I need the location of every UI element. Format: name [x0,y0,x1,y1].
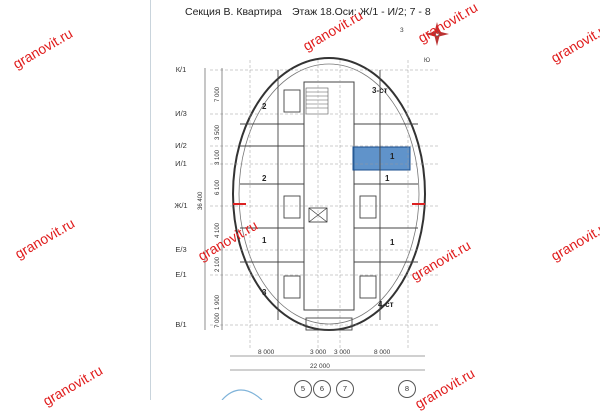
bottom-axis-tag: 8 [398,380,416,398]
room-count-label: 3 [262,288,267,297]
height-dim: 3 100 [215,149,221,165]
height-dim: 7 000 [215,312,221,328]
axis-tag: И/1 [175,159,187,168]
page-edge [150,0,151,400]
room-count-label: 1 [385,174,390,183]
room-count-label: 4-ст [378,300,394,309]
section-title: Секция В. Квартира [185,6,282,18]
room-count-label: 1 [390,238,395,247]
compass-icon [425,22,449,46]
width-dim: 8 000 [258,349,275,356]
height-dim: 2 100 [215,256,221,272]
room-count-label: 1 [262,236,267,245]
height-dim: 6 100 [215,179,221,195]
width-dim: 3 000 [334,349,351,356]
total-width-dim: 22 000 [310,363,330,370]
room-count-label: 1 [390,152,395,161]
core [303,81,355,311]
height-dim: 1 900 [215,294,221,310]
compass-west-label: З [400,28,404,34]
room-count-label: 2 [262,174,267,183]
room-count-label: 3-ст [372,86,388,95]
axis-tag: К/1 [175,65,187,74]
floor-plan [204,22,449,400]
compass-south-label: Ю [424,58,431,64]
floor-title: Этаж 18.Оси: Ж/1 - И/2; 7 - 8 [292,6,431,18]
room-count-label: 2 [262,102,267,111]
height-dim: 7 000 [215,86,221,102]
width-dim: 8 000 [374,349,391,356]
axis-tag: И/3 [175,109,187,118]
width-dim: 3 000 [310,349,327,356]
axis-tag: В/1 [175,320,187,329]
highlighted-apartment [352,146,411,171]
total-height-dim: 36 400 [198,191,204,210]
bottom-axis-tag: 5 [294,380,312,398]
bottom-axis-tag: 7 [336,380,354,398]
axis-tag: Е/3 [175,245,187,254]
axis-tag: И/2 [175,141,187,150]
axis-tag: Е/1 [175,270,187,279]
height-dim: 3 500 [215,124,221,140]
bottom-axis-tag: 6 [313,380,331,398]
axis-tag: Ж/1 [174,201,188,210]
